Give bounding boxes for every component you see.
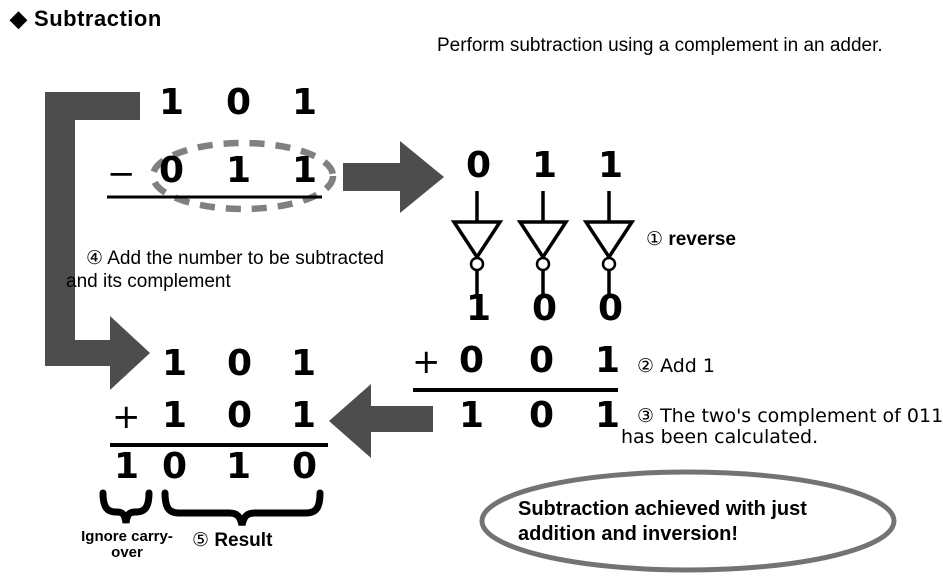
complement-bit: 0 bbox=[529, 395, 555, 436]
step2-note: ② Add 1 bbox=[637, 355, 715, 377]
right-arrow bbox=[343, 141, 444, 213]
page-title: ◆ Subtraction bbox=[10, 8, 162, 30]
subtrahend-bit: 1 bbox=[226, 150, 252, 191]
inverter-output-bit: 1 bbox=[466, 288, 492, 329]
sum-carry-bit: 1 bbox=[114, 446, 140, 487]
callout-text: Subtraction achieved with just addition … bbox=[518, 498, 807, 545]
subtrahend-bit: 1 bbox=[292, 150, 318, 191]
complement-addend-bit: 1 bbox=[162, 395, 188, 436]
sum-bit: 0 bbox=[292, 446, 318, 487]
carry-underbrace bbox=[99, 489, 153, 524]
complement-addend-bit: 0 bbox=[227, 395, 253, 436]
complement-bit: 1 bbox=[595, 395, 621, 436]
subtrahend-bit: 0 bbox=[159, 150, 185, 191]
result-underbrace bbox=[161, 489, 324, 526]
plus-sign: + bbox=[112, 397, 141, 437]
minuend-bit: 1 bbox=[292, 82, 318, 123]
inverter-input-bit: 1 bbox=[532, 145, 558, 186]
step5-note: ⑤ Result bbox=[192, 529, 273, 551]
complement-addend-bit: 1 bbox=[291, 395, 317, 436]
not-gate-3 bbox=[582, 191, 636, 295]
minuend-bit: 1 bbox=[159, 82, 185, 123]
diamond-icon: ◆ bbox=[10, 6, 28, 31]
augend-bit: 0 bbox=[227, 343, 253, 384]
inverter-input-bit: 0 bbox=[466, 145, 492, 186]
step1-note: ① reverse bbox=[646, 228, 736, 250]
figure-caption: Perform subtraction using a complement i… bbox=[437, 35, 883, 56]
page-title-label: Subtraction bbox=[34, 6, 162, 31]
step1-text: reverse bbox=[668, 229, 736, 250]
not-gate-1 bbox=[450, 191, 504, 295]
add-one-bit: 1 bbox=[595, 340, 621, 381]
ignore-carry-note: Ignore carry-over bbox=[81, 528, 173, 561]
step1-number: ① bbox=[646, 228, 664, 250]
loop-connector-arrow bbox=[45, 92, 150, 390]
not-gate-2 bbox=[516, 191, 570, 295]
left-arrow bbox=[329, 384, 433, 458]
step5-text: Result bbox=[214, 530, 273, 551]
subtrahend-dashed-ellipse bbox=[149, 139, 337, 213]
inverter-output-bit: 0 bbox=[598, 288, 624, 329]
sum-bit: 1 bbox=[226, 446, 252, 487]
step5-number: ⑤ bbox=[192, 529, 210, 551]
add-one-bit: 0 bbox=[459, 340, 485, 381]
minus-sign: − bbox=[107, 154, 136, 194]
step3-note: ③ The two's complement of 011 has been c… bbox=[621, 405, 943, 448]
plus-sign: + bbox=[412, 342, 441, 382]
augend-bit: 1 bbox=[162, 343, 188, 384]
complement-bit: 1 bbox=[459, 395, 485, 436]
add-one-bit: 0 bbox=[529, 340, 555, 381]
inverter-input-bit: 1 bbox=[598, 145, 624, 186]
step4-note: ④ Add the number to be subtracted and it… bbox=[66, 248, 384, 292]
augend-bit: 1 bbox=[291, 343, 317, 384]
callout-ellipse bbox=[479, 469, 897, 573]
sum-bit: 0 bbox=[162, 446, 188, 487]
inverter-output-bit: 0 bbox=[532, 288, 558, 329]
minuend-bit: 0 bbox=[226, 82, 252, 123]
